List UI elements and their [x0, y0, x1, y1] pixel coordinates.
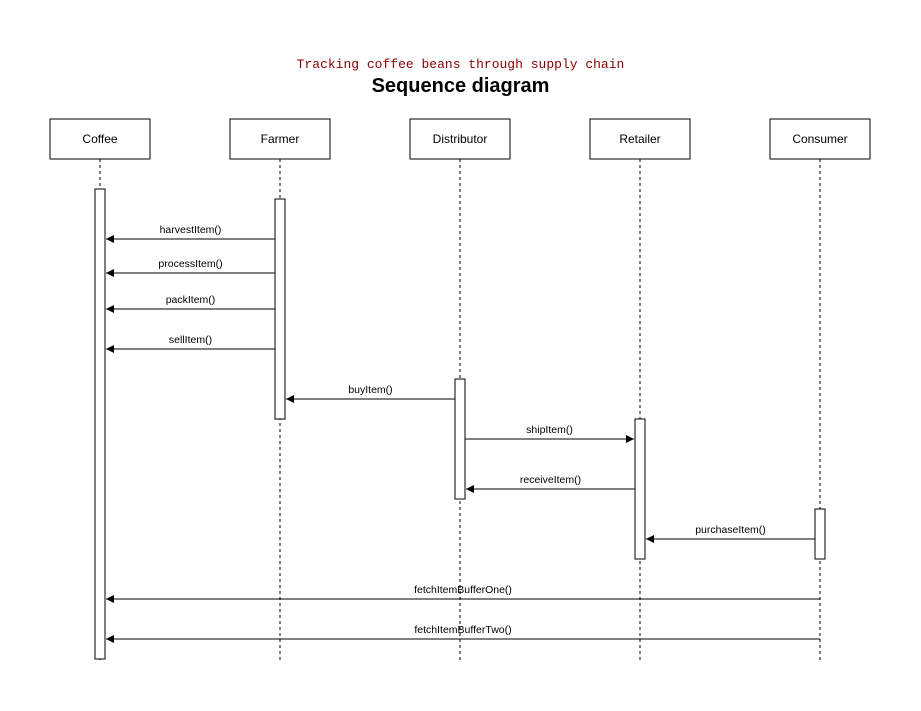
- actor-label: Coffee: [82, 132, 117, 146]
- actor-consumer[interactable]: Consumer: [769, 118, 871, 160]
- actor-coffee[interactable]: Coffee: [49, 118, 151, 160]
- message-label: fetchItemBufferOne(): [414, 584, 512, 596]
- message-label: buyItem(): [348, 384, 392, 396]
- message-fetchitembuffertwo[interactable]: fetchItemBufferTwo(): [106, 624, 820, 643]
- message-shipitem[interactable]: shipItem(): [465, 424, 634, 443]
- message-packitem[interactable]: packItem(): [106, 294, 275, 313]
- message-label: shipItem(): [526, 424, 573, 436]
- message-label: sellItem(): [169, 334, 212, 346]
- message-receiveitem[interactable]: receiveItem(): [466, 474, 635, 493]
- actor-box[interactable]: [229, 118, 331, 160]
- actor-box[interactable]: [769, 118, 871, 160]
- activation-bar-retailer: [634, 418, 646, 560]
- message-buyitem[interactable]: buyItem(): [286, 384, 455, 403]
- message-label: receiveItem(): [520, 474, 581, 486]
- actor-box[interactable]: [409, 118, 511, 160]
- message-label: harvestItem(): [160, 224, 222, 236]
- message-purchaseitem[interactable]: purchaseItem(): [646, 524, 815, 543]
- message-label: processItem(): [158, 258, 222, 270]
- message-label: purchaseItem(): [695, 524, 766, 536]
- activation-bar-distributor: [454, 378, 466, 500]
- actor-label: Farmer: [261, 132, 300, 146]
- message-harvestitem[interactable]: harvestItem(): [106, 224, 275, 243]
- message-processitem[interactable]: processItem(): [106, 258, 275, 277]
- activation-bar-coffee: [94, 188, 106, 660]
- message-sellitem[interactable]: sellItem(): [106, 334, 275, 353]
- actor-label: Consumer: [792, 132, 847, 146]
- message-label: packItem(): [166, 294, 216, 306]
- actor-box[interactable]: [49, 118, 151, 160]
- actor-label: Distributor: [433, 132, 488, 146]
- message-fetchitembufferone[interactable]: fetchItemBufferOne(): [106, 584, 820, 603]
- actor-distributor[interactable]: Distributor: [409, 118, 511, 160]
- actor-label: Retailer: [619, 132, 660, 146]
- diagram-subtitle: Tracking coffee beans through supply cha…: [296, 57, 625, 72]
- actor-retailer[interactable]: Retailer: [589, 118, 691, 160]
- activation-bar-consumer: [814, 508, 826, 560]
- diagram-title: Sequence diagram: [371, 75, 550, 97]
- message-label: fetchItemBufferTwo(): [414, 624, 511, 636]
- activation-bar-farmer: [274, 198, 286, 420]
- actor-farmer[interactable]: Farmer: [229, 118, 331, 160]
- actor-box[interactable]: [589, 118, 691, 160]
